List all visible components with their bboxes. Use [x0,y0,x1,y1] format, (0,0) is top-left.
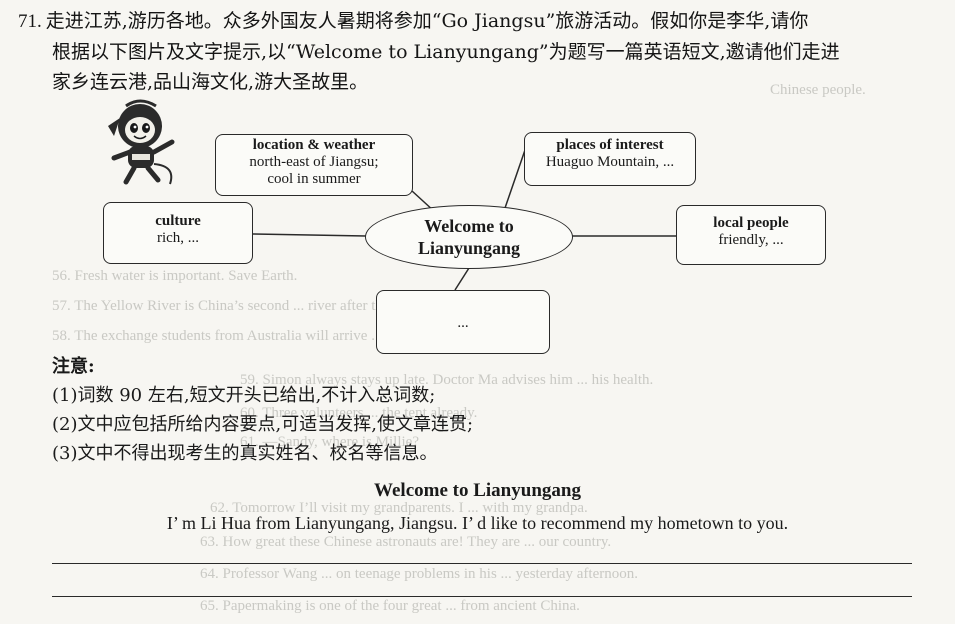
notes-section: 注意: (1)词数 90 左右,短文开头已给出,不计入总词数; (2)文中应包括… [52,352,473,468]
question-number: 71. [18,11,42,32]
bleed-text: Chinese people. [770,82,866,98]
bleed-text: 62. Tomorrow I’ll visit my grandparents.… [210,500,588,516]
question-prompt: 71.走进江苏,游历各地。众多外国友人暑期将参加“Go Jiangsu”旅游活动… [18,6,938,97]
prompt-line-3: 家乡连云港,品山海文化,游大圣故里。 [52,71,369,93]
notes-heading: 注意: [52,356,95,377]
monkey-mascot-icon [108,99,175,185]
bleed-text: 64. Professor Wang ... on teenage proble… [200,566,638,582]
center-line-2: Lianyungang [417,238,521,258]
notes-item-1: (1)词数 90 左右,短文开头已给出,不计入总词数; [52,385,436,406]
node-location-weather: location & weather north-east of Jiangsu… [215,134,413,196]
node-culture-detail: rich, ... [156,230,200,246]
prompt-line-1: 走进江苏,游历各地。众多外国友人暑期将参加“Go Jiangsu”旅游活动。假如… [45,10,809,32]
notes-item-3: (3)文中不得出现考生的真实姓名、校名等信息。 [52,443,438,464]
node-local-people: local people friendly, ... [676,205,826,265]
bleed-text: 58. The exchange students from Australia… [52,328,418,344]
essay-title: Welcome to Lianyungang [374,480,581,501]
node-location-line-2: cool in summer [267,171,361,187]
bleed-text: 57. The Yellow River is China’s second .… [52,298,445,314]
node-location-line-1: north-east of Jiangsu; [249,154,379,170]
answer-line-2[interactable] [52,596,912,597]
bleed-text: 60. Three volunteers ... the tent alread… [240,405,478,421]
notes-item-2: (2)文中应包括所给内容要点,可适当发挥,使文章连贯; [52,414,474,435]
bleed-text: 59. Simon always stays up late. Doctor M… [240,372,654,388]
node-people-detail: friendly, ... [718,232,784,248]
node-center-title: Welcome to Lianyungang [365,205,573,269]
answer-line-1[interactable] [52,563,912,564]
node-places-detail: Huaguo Mountain, ... [545,154,675,170]
center-line-1: Welcome to [424,216,514,236]
prompt-line-2: 根据以下图片及文字提示,以“Welcome to Lianyungang”为题写… [52,41,840,63]
bleed-text: 56. Fresh water is important. Save Earth… [52,268,298,284]
node-culture: culture rich, ... [103,202,253,264]
node-blank: ... [376,290,550,354]
node-places-of-interest: places of interest Huaguo Mountain, ... [524,132,696,186]
node-blank-detail: ... [457,315,469,331]
bleed-text: 65. Papermaking is one of the four great… [200,598,580,614]
node-culture-title: culture [155,213,201,229]
bleed-text: 63. How great these Chinese astronauts a… [200,534,612,550]
node-people-title: local people [713,215,789,231]
essay-opening-line: I’ m Li Hua from Lianyungang, Jiangsu. I… [166,513,789,533]
node-places-title: places of interest [556,137,664,153]
node-location-title: location & weather [252,137,376,153]
bleed-text: 61. —Sandy, where is Millie? [240,434,419,450]
